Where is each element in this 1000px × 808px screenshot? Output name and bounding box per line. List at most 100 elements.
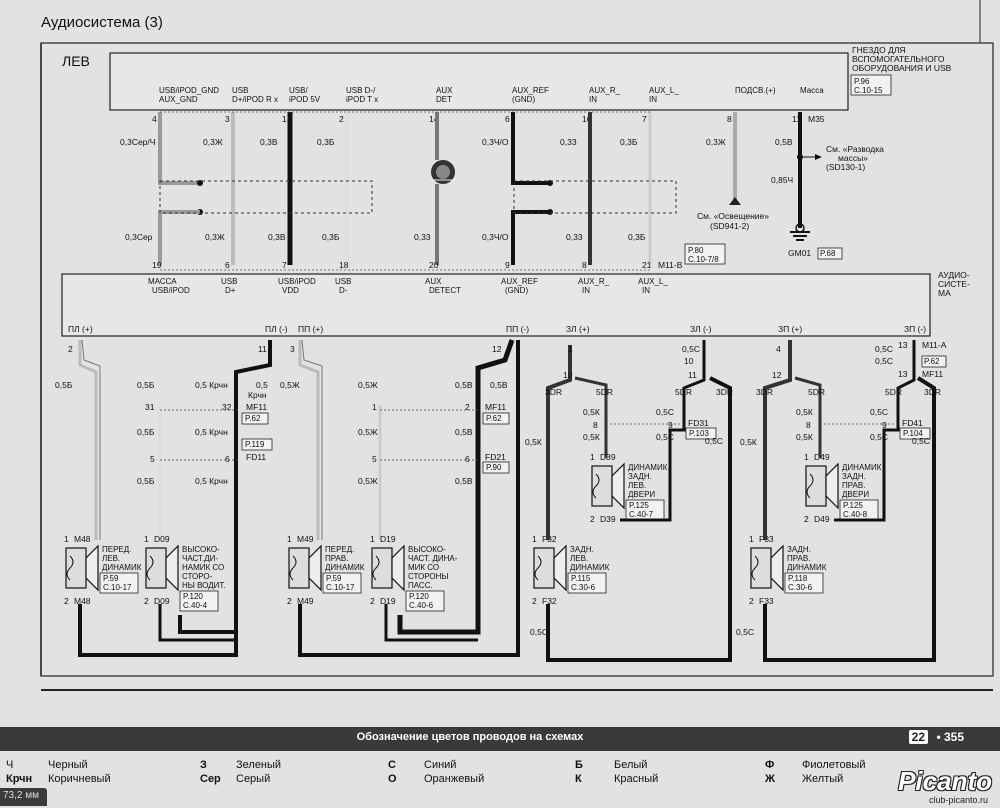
legend-name: Оранжевый xyxy=(424,773,485,785)
speaker-name: ЗАДН. xyxy=(570,545,594,554)
wire-label: 5DR xyxy=(675,387,692,397)
coil-icon xyxy=(806,473,814,499)
watermark-logo: Picanto xyxy=(898,766,992,796)
legend-name: Красный xyxy=(614,773,659,785)
audio-system-box xyxy=(61,273,931,337)
m11b-ref-c: C.10-7/8 xyxy=(688,255,719,264)
wire xyxy=(546,345,572,540)
wire-label: 0,5С xyxy=(682,344,700,354)
left-label: ЛЕВ xyxy=(62,53,90,69)
pin-number: 10 xyxy=(684,356,694,366)
ref-label: P.118 xyxy=(788,574,808,583)
ref-label: C.30-6 xyxy=(788,583,813,592)
aux-detect-shield-icon xyxy=(431,160,455,184)
coil-icon xyxy=(592,473,600,499)
pin-label: USB/ xyxy=(289,86,308,95)
speaker-id: M48 xyxy=(74,534,91,544)
wire xyxy=(158,210,200,265)
speaker-name: ДИНАМИК xyxy=(787,563,827,572)
legend-code: З xyxy=(200,759,207,771)
speaker-cone-icon xyxy=(308,544,322,592)
pin-number: 8 xyxy=(806,420,811,430)
wire-label: 0,5 Крчн xyxy=(195,476,228,486)
ground-ref-line2: массы» xyxy=(838,153,868,163)
speaker-name: ДИНАМИК xyxy=(570,563,610,572)
wire-label: 0,5Б xyxy=(137,476,155,486)
page-number: • 355 xyxy=(936,730,964,744)
pin-number: 32 xyxy=(222,402,232,412)
wire-label: Крчн xyxy=(248,390,267,400)
pin-number: 20 xyxy=(429,260,439,270)
coil-icon xyxy=(66,555,74,581)
pin-label: USB xyxy=(335,277,351,286)
pin-number: 2 xyxy=(804,514,809,524)
m11b-ref-p: P.80 xyxy=(688,246,704,255)
wire-label: 0,5Б xyxy=(137,427,155,437)
ground-ref-line1: См. «Разводка xyxy=(826,144,884,154)
legend-name: Серый xyxy=(236,773,271,785)
pin-number: 12 xyxy=(492,344,502,354)
speaker-id: F32 xyxy=(542,596,557,606)
speaker-cone-icon xyxy=(611,462,625,510)
output-label: ПП (+) xyxy=(298,324,323,334)
ref-box xyxy=(784,572,824,594)
wire-label: 0,5К xyxy=(796,407,813,417)
speaker-id: D49 xyxy=(814,452,830,462)
wire xyxy=(301,339,323,540)
audio-title-3: МА xyxy=(938,288,951,298)
pin-label: AUX xyxy=(436,86,453,95)
pin-label: (GND) xyxy=(512,95,535,104)
speaker-name: ЗАДН. xyxy=(842,472,866,481)
legend-name: Желтый xyxy=(802,773,844,785)
pin-label: (GND) xyxy=(505,286,528,295)
pin-number: 1 xyxy=(287,534,292,544)
legend-code: К xyxy=(575,773,582,785)
wire xyxy=(620,340,706,522)
ground-ref-page: P.68 xyxy=(820,249,836,258)
wire-label: 3DR xyxy=(716,387,733,397)
wire xyxy=(511,210,550,265)
ref-label: P.120 xyxy=(409,592,429,601)
speaker-cone-icon xyxy=(165,544,179,592)
wire-label: 3DR xyxy=(545,387,562,397)
pin-number: 2 xyxy=(339,114,344,124)
pin-number: 1 xyxy=(568,344,573,354)
pin-number: 6 xyxy=(465,454,470,464)
ref-label: C.40-8 xyxy=(843,510,868,519)
wire-label: 0,33 xyxy=(560,137,577,147)
pin-number: 6 xyxy=(225,260,230,270)
ref-box xyxy=(241,438,273,451)
speaker-cone-icon xyxy=(391,544,405,592)
wire xyxy=(81,339,101,540)
wire-label: 0,3Ж xyxy=(205,232,225,242)
connector-label: M11-A xyxy=(922,340,947,350)
jack-ref-c: C.10-15 xyxy=(854,86,883,95)
legend-code: Ж xyxy=(765,773,775,785)
wire-color-legend: Ч Черный З Зеленый С Синий Б Белый Ф Фио… xyxy=(0,757,1000,797)
ref-box xyxy=(405,590,445,612)
ref-label: C.40-4 xyxy=(183,601,208,610)
wire-label: 0,3Ч/О xyxy=(482,137,509,147)
pin-number: 1 xyxy=(749,534,754,544)
speaker-id: D39 xyxy=(600,514,616,524)
legend-code: Ф xyxy=(765,759,775,771)
wire-label: 0,3Ж xyxy=(706,137,726,147)
ref-box xyxy=(685,427,717,440)
ref-label: P.62 xyxy=(486,414,502,423)
pin-number: 2 xyxy=(590,514,595,524)
coil-icon xyxy=(146,555,154,581)
ref-label: P.115 xyxy=(571,574,591,583)
arrow-right-icon xyxy=(815,154,822,160)
ref-label: P.125 xyxy=(629,501,649,510)
pin-number: 11 xyxy=(792,114,801,124)
pin-number: 12 xyxy=(772,370,782,380)
ref-label: C.10-17 xyxy=(326,583,355,592)
wire xyxy=(763,376,936,662)
legend-code: Крчн xyxy=(6,773,33,785)
speaker-name: ЗАДН. xyxy=(787,545,811,554)
light-ref-line2: (SD941-2) xyxy=(710,221,749,231)
wire-label: 0,5В xyxy=(455,380,473,390)
ref-box xyxy=(921,355,947,368)
speaker-icon xyxy=(805,465,827,507)
wire-label: 0,3Б xyxy=(317,137,335,147)
